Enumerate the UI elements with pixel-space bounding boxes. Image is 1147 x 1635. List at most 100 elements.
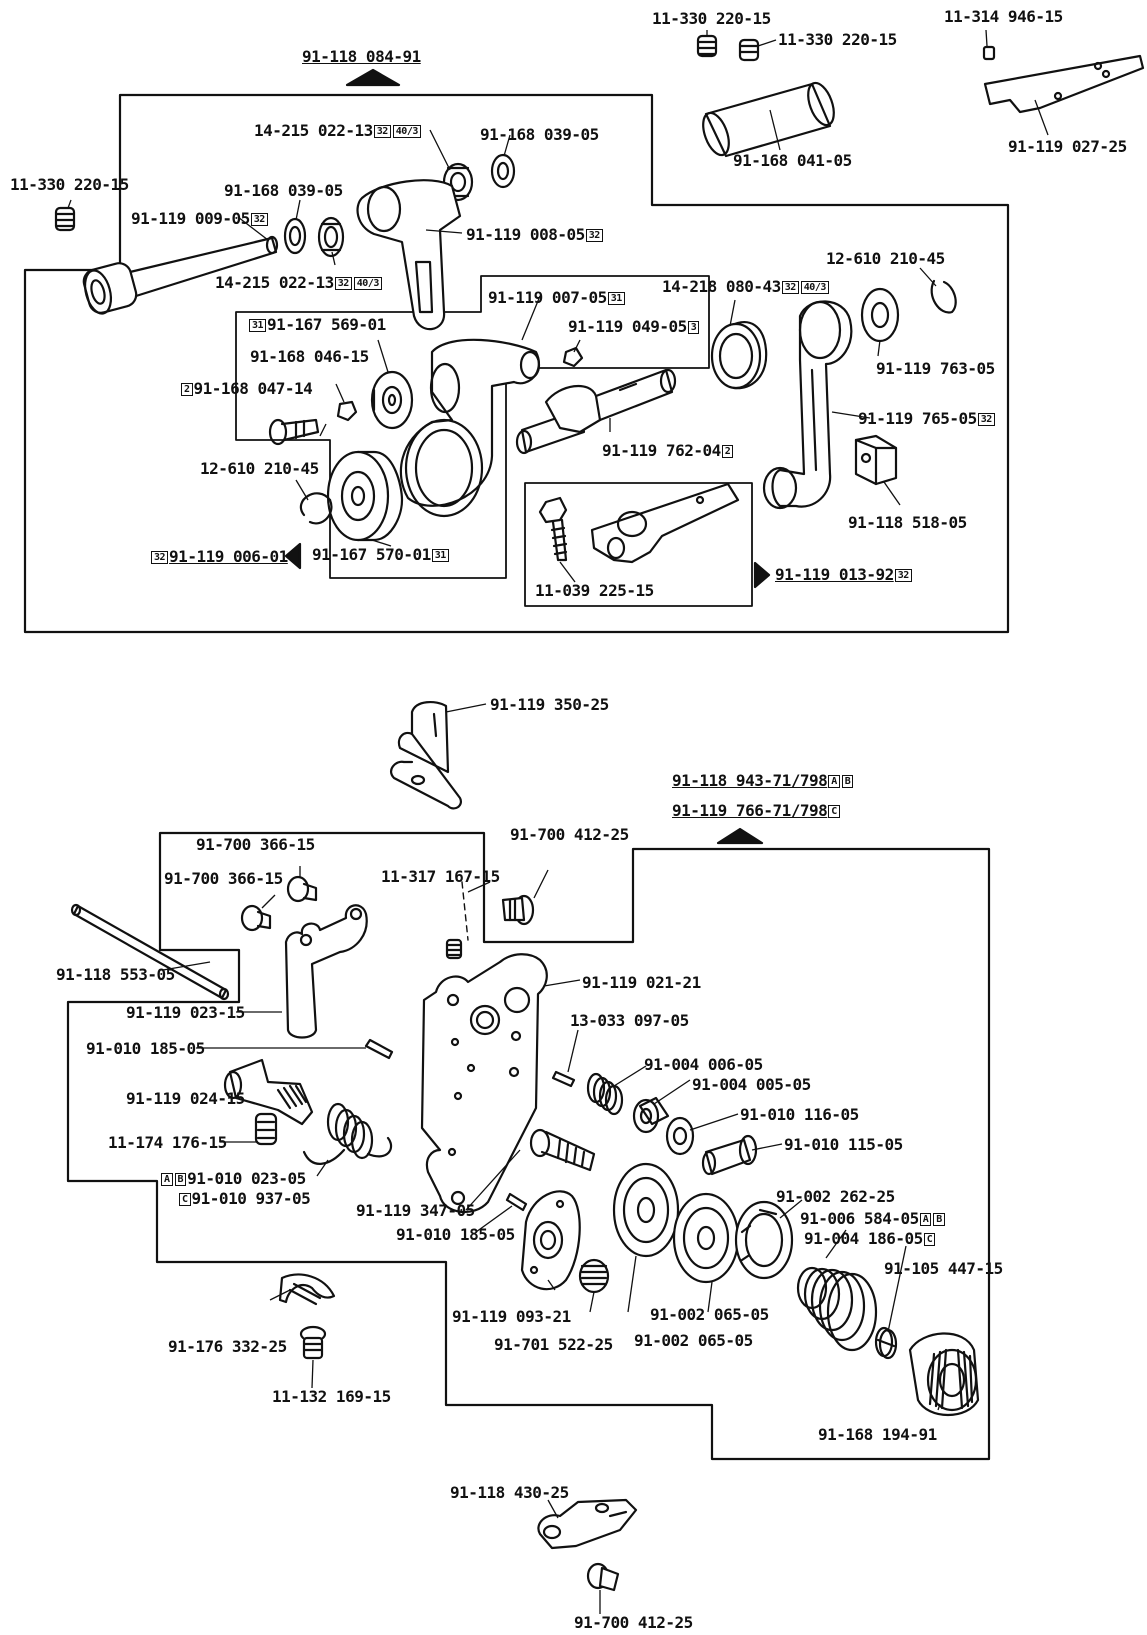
cone-spring-icon: [798, 1268, 876, 1350]
part-label: 11-330 220-15: [652, 9, 771, 28]
part-label: 11-314 946-15: [944, 7, 1063, 26]
roller-bearing-icon: [372, 372, 412, 428]
screw-icon: [540, 498, 566, 560]
screw-icon: [288, 877, 316, 901]
tension-disc-icon: [674, 1194, 738, 1282]
set-screw-icon: [447, 940, 461, 958]
coil-spring-icon: [304, 1104, 391, 1164]
part-label: 91-010 185-05: [396, 1225, 515, 1244]
screw-icon: [301, 1327, 325, 1358]
bracket-plate-icon: [985, 56, 1143, 112]
part-label: 91-700 412-25: [510, 825, 629, 844]
top-assembly-outline: [25, 95, 1008, 632]
part-label: 12-610 210-45: [200, 459, 319, 478]
screw-icon: [588, 1564, 618, 1590]
part-label: 11-317 167-15: [381, 867, 500, 886]
part-label: 91-105 447-15: [884, 1259, 1003, 1278]
part-label: 91-002 065-05: [650, 1305, 769, 1324]
part-label: 91-004 005-05: [692, 1075, 811, 1094]
part-label: 91-010 115-05: [784, 1135, 903, 1154]
pointer-triangle-left: [286, 544, 300, 568]
clamp-block-icon: [856, 436, 896, 484]
bracket-plate-icon: [391, 702, 461, 808]
part-label: 91-700 412-25: [574, 1613, 693, 1632]
part-label: 91-168 046-15: [250, 347, 369, 366]
tension-disc-icon: [614, 1164, 678, 1256]
part-label: 11-132 169-15: [272, 1387, 391, 1406]
nut-icon: [338, 402, 356, 420]
connecting-rod-icon: [764, 301, 851, 508]
pointer-triangle-right: [755, 563, 769, 587]
washer-icon: [492, 155, 514, 187]
pointer-triangle-top: [347, 70, 399, 85]
part-label: 91-119 350-25: [490, 695, 609, 714]
set-screw-icon: [56, 208, 74, 230]
stud-screw-icon: [531, 1130, 594, 1170]
screw-icon: [256, 1114, 276, 1144]
lever-clamp-icon: [592, 484, 738, 562]
spring-housing-icon: [736, 1202, 792, 1278]
pin-icon: [553, 1072, 574, 1086]
crank-lever-icon: [358, 180, 460, 329]
part-label: 91-119 763-05: [876, 359, 995, 378]
part-label: 91-119 021-21: [582, 973, 701, 992]
part-label: 91-118 518-05: [848, 513, 967, 532]
roller-icon: [328, 452, 402, 540]
eccentric-shaft-icon: [517, 370, 675, 453]
part-label: 91-118 430-25: [450, 1483, 569, 1502]
retaining-ring-icon: [301, 493, 332, 523]
part-label: 91-700 366-15: [164, 869, 283, 888]
rod-icon: [72, 905, 228, 999]
sleeve-icon: [698, 80, 839, 159]
part-label: 91-168 039-05: [224, 181, 343, 200]
part-label: 11-039 225-15: [535, 581, 654, 600]
part-label: 91-119 347-05: [356, 1201, 475, 1220]
part-label: 91-119 024-15: [126, 1089, 245, 1108]
washer-icon: [285, 219, 305, 253]
assembly-label: 91-118 084-91: [302, 47, 421, 66]
pin-icon: [507, 1194, 526, 1210]
needle-bearing-icon: [319, 218, 343, 256]
part-label: 91-700 366-15: [196, 835, 315, 854]
needle-bearing-icon: [712, 322, 766, 388]
bushing-icon: [634, 1098, 668, 1132]
screw-icon: [242, 906, 270, 930]
bracket-plate-icon: [538, 1500, 636, 1548]
part-label: 12-610 210-45: [826, 249, 945, 268]
part-label: 91-002 065-05: [634, 1331, 753, 1350]
part-label: 11-174 176-15: [108, 1133, 227, 1152]
part-label: 91-118 553-05: [56, 965, 175, 984]
set-screw-icon: [740, 40, 758, 60]
sub-assembly-outline-2: [525, 483, 752, 606]
crank-arm-icon: [401, 340, 539, 516]
part-label: 11-330 220-15: [778, 30, 897, 49]
part-label: 91-168 041-05: [733, 151, 852, 170]
part-label: 91-119 027-25: [1008, 137, 1127, 156]
pin-icon: [366, 1040, 392, 1058]
screw-icon: [503, 896, 533, 924]
lever-plate-icon: [286, 905, 367, 1037]
part-label: 91-176 332-25: [168, 1337, 287, 1356]
bolt-icon: [270, 420, 318, 444]
part-label: 11-330 220-15: [10, 175, 129, 194]
knurled-nut-icon: [910, 1333, 978, 1415]
nut-icon: [564, 348, 582, 366]
retaining-ring-icon: [932, 281, 956, 313]
